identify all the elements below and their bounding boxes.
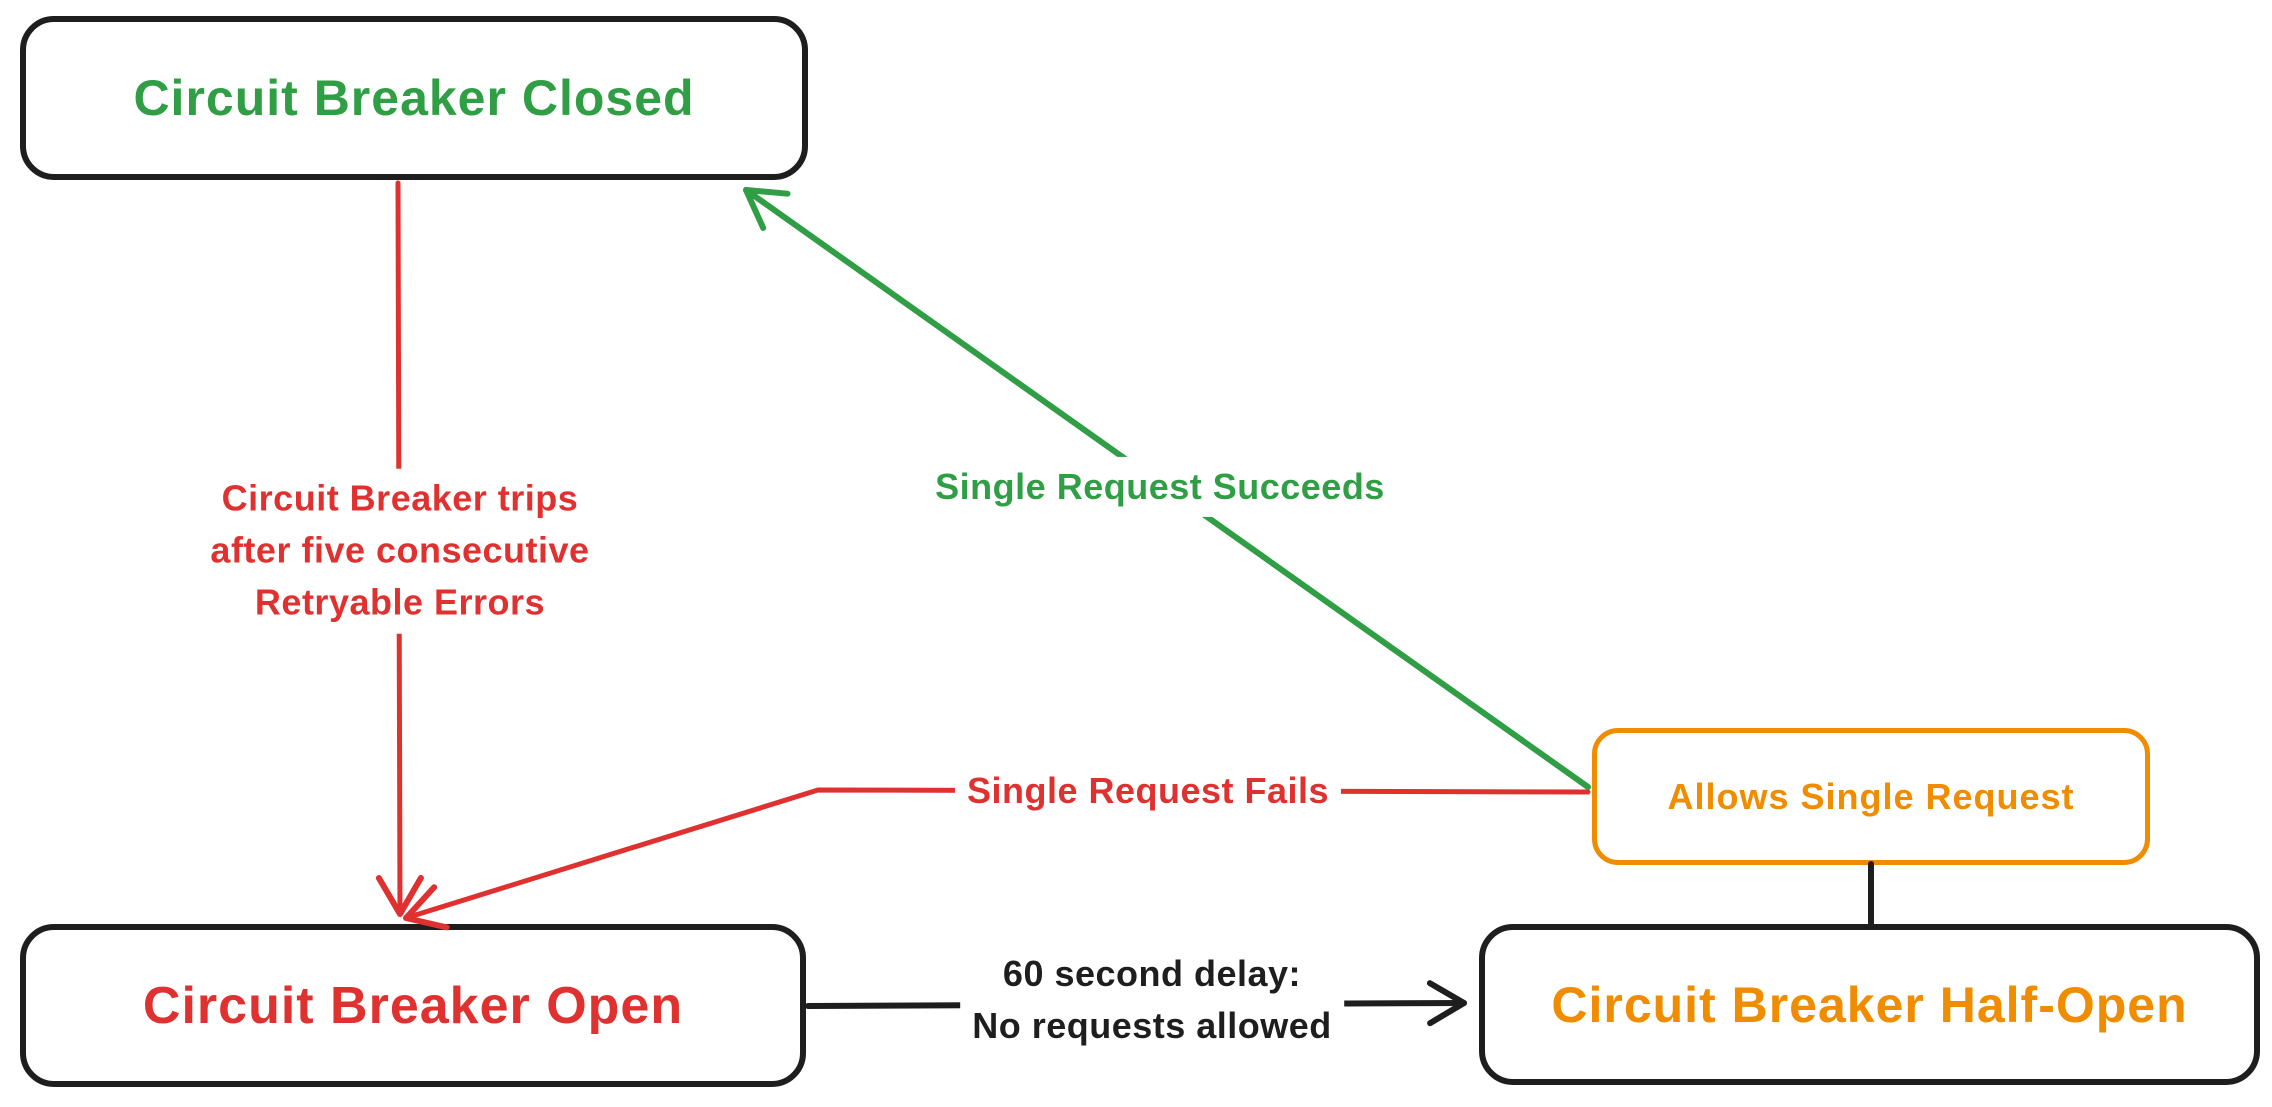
label-line: Single Request Succeeds	[935, 465, 1385, 507]
trips-arrow-label: Circuit Breaker trips after five consecu…	[198, 468, 602, 634]
state-label-open: Circuit Breaker Open	[142, 976, 684, 1035]
state-node-half-open: Circuit Breaker Half-Open	[1479, 924, 2260, 1085]
label-line: 60 second delay:	[1002, 952, 1302, 994]
label-line: Single Request Fails	[966, 769, 1330, 811]
succeeds-arrow-label: Single Request Succeeds	[923, 456, 1397, 518]
state-label-closed: Circuit Breaker Closed	[133, 70, 695, 126]
label-line: No requests allowed	[972, 1005, 1332, 1046]
allows-single-request-label: Allows Single Request	[1667, 775, 2075, 817]
label-line: Retryable Errors	[254, 582, 546, 624]
fails-arrow-label: Single Request Fails	[954, 760, 1342, 822]
state-node-closed: Circuit Breaker Closed	[20, 16, 808, 180]
delay-arrow-label: 60 second delay: No requests allowed	[960, 943, 1344, 1057]
label-line: Circuit Breaker trips	[221, 477, 579, 519]
state-node-open: Circuit Breaker Open	[20, 924, 806, 1087]
allows-single-request-node: Allows Single Request	[1592, 728, 2150, 865]
label-line: after five consecutive	[210, 529, 590, 571]
state-label-half-open: Circuit Breaker Half-Open	[1551, 976, 2188, 1033]
